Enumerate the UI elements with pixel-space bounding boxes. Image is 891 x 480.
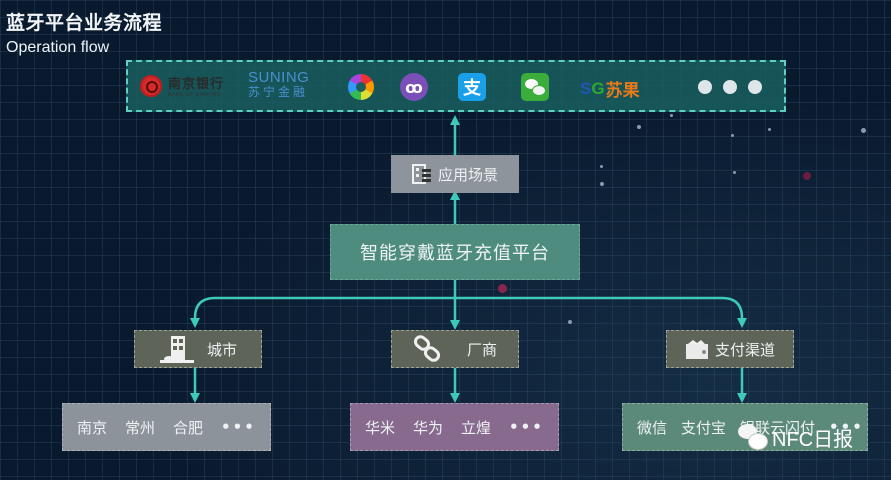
wechat-icon (738, 423, 768, 452)
list-item: 合肥 (173, 418, 204, 437)
manufacturer-label: 厂商 (466, 340, 497, 359)
city-list: 南京 常州 合肥 ••• (62, 403, 271, 451)
star-dot (600, 165, 603, 168)
application-scenario-node: 应用场景 (391, 155, 519, 193)
star-dot (731, 134, 734, 137)
star-dot (670, 114, 673, 117)
more-dots-icon: ••• (829, 418, 864, 436)
bank-of-nanjing-icon (140, 74, 162, 97)
partner-wechat[interactable] (521, 73, 549, 101)
more-dots-icon: ••• (221, 418, 256, 436)
star-dot (768, 128, 771, 131)
list-item: 华为 (413, 418, 444, 437)
partner-flower-app[interactable] (348, 74, 374, 100)
list-item: 常州 (125, 418, 156, 437)
partner-suguo[interactable]: S G 苏果 (580, 76, 640, 102)
partner-logo-strip: 南京银行 BANK OF NANJING SUNING 苏宁金融 ꝏ 支 S G… (126, 60, 786, 112)
suning-cn-label: 苏宁金融 (248, 85, 309, 99)
suning-en-label: SUNING (248, 69, 310, 86)
list-item: 银联云闪付 (740, 418, 816, 437)
list-item: 华米 (365, 418, 396, 437)
glow-dot (803, 172, 811, 180)
bank-name-en: BANK OF NANJING (168, 92, 221, 98)
partner-bank-of-nanjing[interactable]: 南京银行 BANK OF NANJING (140, 73, 224, 98)
page-subtitle: Operation flow (6, 39, 110, 56)
platform-label: 智能穿戴蓝牙充值平台 (360, 243, 550, 264)
alipay-icon: 支 (458, 73, 486, 101)
suguo-s-mark: S (580, 78, 592, 98)
star-dot (600, 182, 604, 186)
link-icon (413, 335, 441, 362)
star-dot (861, 128, 866, 133)
list-item: 立煌 (461, 418, 492, 437)
partner-alipay[interactable]: 支 (458, 73, 486, 101)
building-icon (159, 336, 194, 363)
payment-label: 支付渠道 (714, 340, 775, 359)
bluetooth-recharge-platform-node: 智能穿戴蓝牙充值平台 (330, 224, 580, 280)
list-item: 南京 (77, 418, 108, 437)
wallet-icon (685, 340, 708, 359)
more-dots-icon: ••• (509, 418, 544, 436)
mini-program-icon: ꝏ (400, 73, 428, 101)
suguo-g-mark: G (591, 78, 605, 98)
page-title: 蓝牙平台业务流程 (6, 12, 163, 34)
list-item: 支付宝 (681, 418, 727, 437)
manufacturer-node: 厂商 (391, 330, 519, 368)
watermark-label: NFC日报 (772, 429, 854, 451)
wechat-icon (521, 73, 549, 101)
suguo-label: 苏果 (605, 81, 640, 101)
scenario-label: 应用场景 (437, 165, 498, 184)
bank-name: 南京银行 (168, 77, 225, 92)
partner-suning[interactable]: SUNING 苏宁金融 (248, 70, 309, 99)
manufacturer-list: 华米 华为 立煌 ••• (350, 403, 559, 451)
scenario-icon (411, 164, 431, 184)
partner-mini-program[interactable]: ꝏ (400, 73, 428, 101)
colorful-flower-icon (348, 74, 374, 100)
star-dot (568, 320, 572, 324)
list-item: 微信 (637, 418, 668, 437)
city-label: 城市 (206, 340, 237, 359)
city-node: 城市 (134, 330, 262, 368)
glow-dot (498, 284, 507, 293)
more-partners-dots-icon (698, 80, 762, 94)
payment-channel-node: 支付渠道 (666, 330, 794, 368)
star-dot (733, 171, 736, 174)
watermark: NFC日报 (738, 423, 853, 452)
star-dot (637, 125, 641, 129)
